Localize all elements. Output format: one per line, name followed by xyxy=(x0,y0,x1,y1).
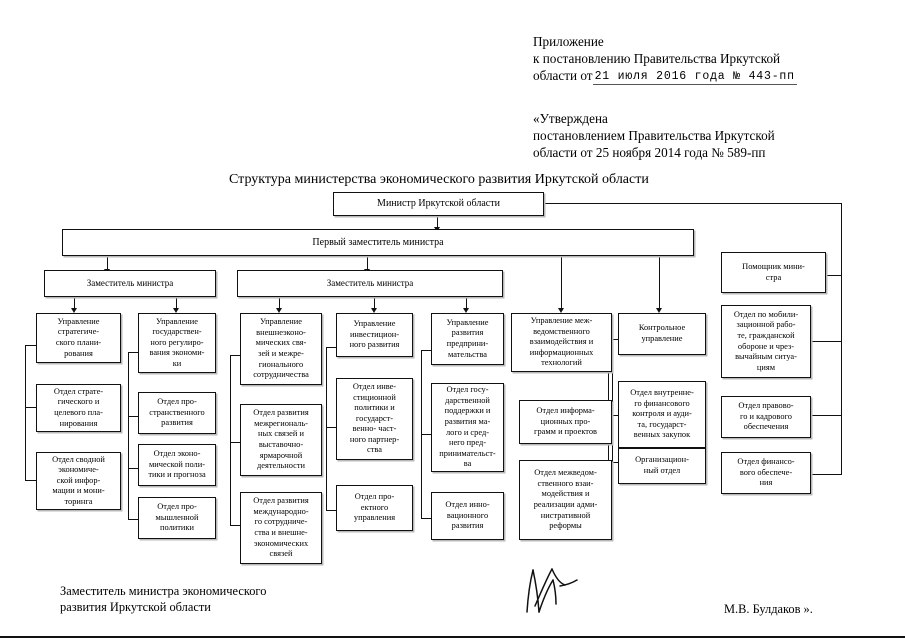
node-col8-dept-1[interactable]: Отдел по мобили-зационной рабо-те, гражд… xyxy=(721,305,811,378)
bracket-col1 xyxy=(25,345,26,480)
connector-dep2-col4 xyxy=(374,297,375,310)
bracket-col2-d1 xyxy=(128,416,138,417)
arrow-col1 xyxy=(70,308,77,313)
connector-fd-col6 xyxy=(561,256,562,310)
bracket-col2-d2 xyxy=(128,468,138,469)
connector-dep1-col2 xyxy=(176,297,177,310)
node-col8-dept-3[interactable]: Отдел финансо-вого обеспече-ния xyxy=(721,452,811,494)
connector-to-col8-d2 xyxy=(810,415,842,416)
connector-to-col8-d1 xyxy=(810,341,842,342)
bracket-col2-head xyxy=(128,352,138,353)
bracket-col1-d1 xyxy=(25,407,36,408)
arrow-col6 xyxy=(557,308,564,313)
header-line-2: к постановлению Правительства Иркутской xyxy=(533,51,781,66)
connector-dep2-col3 xyxy=(279,297,280,310)
footer-signer-title-line-1: Заместитель министра экономического xyxy=(60,584,267,598)
bracket-col4-d2 xyxy=(326,510,336,511)
bracket-col3-head xyxy=(230,355,240,356)
header-line-3-prefix: области от xyxy=(533,68,593,83)
arrow-col5 xyxy=(462,308,469,313)
bracket-col3 xyxy=(230,355,231,525)
node-col6-dept-1[interactable]: Отдел информа-ционных про-грамм и проект… xyxy=(519,400,612,444)
bracket-col7-d2 xyxy=(608,462,618,463)
connector-dep1-col1 xyxy=(74,297,75,310)
connector-to-col8-d3 xyxy=(810,474,842,475)
header-line-6: области от 25 ноября 2014 года № 589-пп xyxy=(533,145,766,160)
node-assistant[interactable]: Помощник мини-стра xyxy=(721,252,826,293)
footer-signer-name: М.В. Булдаков ». xyxy=(724,602,813,616)
arrow-col7 xyxy=(655,308,662,313)
arrow-col4 xyxy=(370,308,377,313)
bracket-col2 xyxy=(128,352,129,519)
node-first-deputy[interactable]: Первый заместитель министра xyxy=(62,229,694,256)
node-deputy-1[interactable]: Заместитель министра xyxy=(44,270,216,297)
header-line-3: области от 21 июля 2016 года № 443-пп xyxy=(533,67,797,87)
chart-title: Структура министерства экономического ра… xyxy=(229,172,649,187)
bracket-col5-head xyxy=(421,350,431,351)
node-minister[interactable]: Министр Иркутской области xyxy=(333,192,544,216)
bracket-col3-d2 xyxy=(230,525,240,526)
node-col7-dept-2[interactable]: Организацион-ный отдел xyxy=(618,448,706,484)
bracket-col5-d1 xyxy=(421,434,431,435)
footer-signer-title-line-2: развития Иркутской области xyxy=(60,600,211,614)
connector-right-trunk xyxy=(841,203,842,475)
bracket-col3-d1 xyxy=(230,442,240,443)
bracket-col2-d3 xyxy=(128,519,138,520)
header-stamp-date: 21 июля 2016 года № 443-пп xyxy=(592,70,797,85)
bracket-col5-d2 xyxy=(421,518,431,519)
signature-mark xyxy=(526,568,578,613)
node-col6-dept-2[interactable]: Отдел межведом-ственного взаи-модействия… xyxy=(519,460,612,540)
node-deputy-2[interactable]: Заместитель министра xyxy=(237,270,503,297)
header-line-4: «Утверждена xyxy=(533,111,608,126)
page-bottom-rule xyxy=(0,636,905,638)
bracket-col4 xyxy=(326,347,327,510)
connector-dep2-col5 xyxy=(466,297,467,310)
connector-fd-deputy1 xyxy=(107,256,108,271)
bracket-col7-head xyxy=(608,339,618,340)
connector-to-assistant xyxy=(810,275,842,276)
bracket-col7-d1 xyxy=(608,415,618,416)
node-col2-dept-2[interactable]: Отдел эконо-мической поли-тики и прогноз… xyxy=(138,444,216,486)
header-line-1: Приложение xyxy=(533,34,604,49)
arrow-col2 xyxy=(172,308,179,313)
bracket-col4-head xyxy=(326,347,336,348)
bracket-col4-d1 xyxy=(326,427,336,428)
arrow-col3 xyxy=(275,308,282,313)
connector-fd-col7 xyxy=(659,256,660,310)
connector-minister-firstdeputy xyxy=(437,216,438,229)
bracket-col1-head xyxy=(25,345,36,346)
bracket-col1-d2 xyxy=(25,480,36,481)
bracket-col6 xyxy=(612,345,613,500)
connector-fd-deputy2 xyxy=(367,256,368,271)
header-line-5: постановлением Правительства Иркутской xyxy=(533,128,775,143)
connector-minister-right xyxy=(544,203,842,204)
